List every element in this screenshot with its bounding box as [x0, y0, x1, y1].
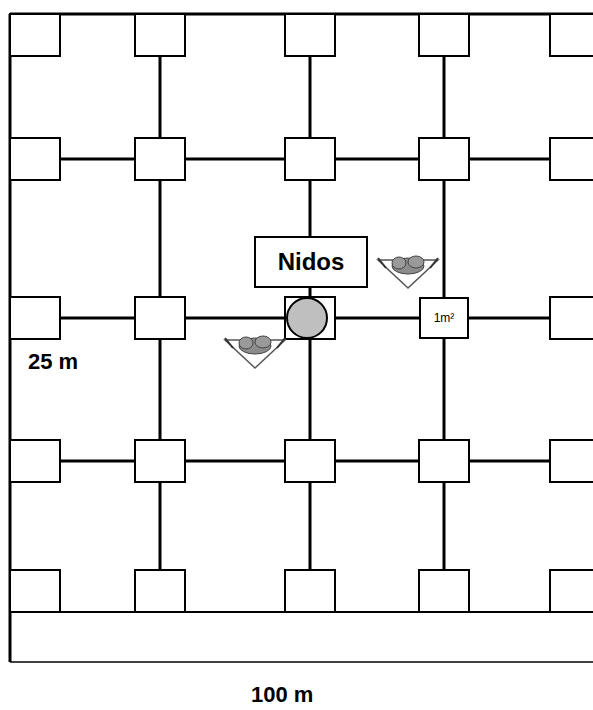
quadrat-square [550, 440, 593, 482]
quadrat-square [419, 440, 469, 482]
quadrat-square [10, 440, 60, 482]
quadrat-square [10, 570, 60, 612]
quadrat-square [135, 570, 185, 612]
quadrat-square [550, 14, 593, 56]
quadrat-square [285, 297, 335, 339]
nest-marker [287, 298, 327, 338]
quadrat-square [419, 570, 469, 612]
dimension-label: 100 m [251, 682, 313, 708]
quadrat-square [285, 14, 335, 56]
quadrat-square [285, 138, 335, 180]
quadrat-square: 1m² [419, 297, 469, 339]
quadrat-square [10, 138, 60, 180]
quadrat-square [135, 440, 185, 482]
quadrat-square [550, 138, 593, 180]
node-text: 1m² [434, 311, 455, 325]
quadrat-square [135, 138, 185, 180]
quadrat-square [135, 297, 185, 339]
quadrat-square [550, 297, 593, 339]
quadrat-square [10, 14, 60, 56]
quadrat-square [135, 14, 185, 56]
observer-icon [378, 256, 438, 288]
quadrat-square [10, 297, 60, 339]
quadrat-square [285, 570, 335, 612]
quadrat-square [419, 138, 469, 180]
observer-icon [225, 336, 285, 368]
label-box: Nidos [254, 236, 368, 288]
quadrat-square [285, 440, 335, 482]
quadrat-square [419, 14, 469, 56]
quadrat-square [550, 570, 593, 612]
node-text: Nidos [278, 248, 345, 276]
dimension-label: 25 m [28, 349, 78, 375]
